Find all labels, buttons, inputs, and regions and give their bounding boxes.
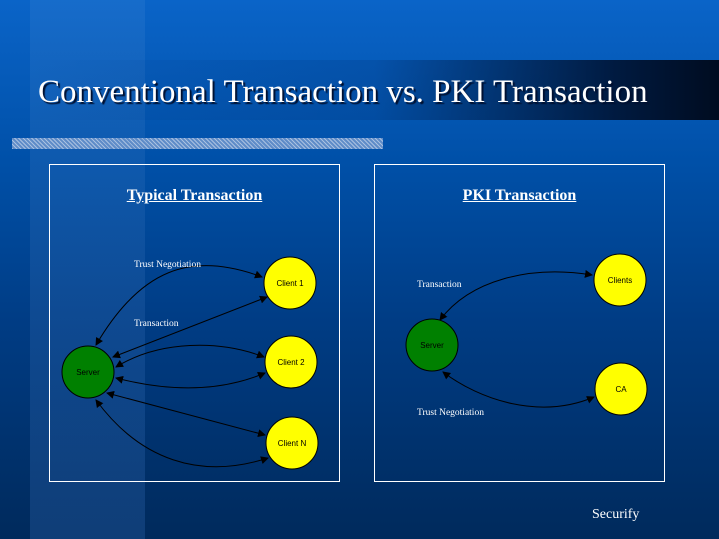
node-label: Client N [278,439,307,448]
typical-transaction-panel: Typical Transaction [49,164,340,482]
edge-trust-clientn [106,390,266,438]
node-server [61,345,115,399]
node-clients [593,253,647,307]
edge-label: Trust Negotiation [134,260,201,270]
node-client-n [265,416,319,470]
panel-title: PKI Transaction [462,187,577,204]
decorative-hatch-bar [12,138,383,149]
node-label: Clients [608,276,632,285]
edge-pki-transaction [439,269,593,321]
edge-trust-client2 [115,344,265,368]
node-label: Server [76,368,100,377]
node-client-1 [263,256,317,310]
node-label: Client 1 [276,279,304,288]
edge-label: Trust Negotiation [417,408,484,418]
footer-brand: Securify [592,507,640,522]
edge-transaction-client1 [112,295,268,359]
node-label: CA [615,385,627,394]
node-client-2 [264,335,318,389]
title-bar [30,60,719,120]
node-pki-server [405,318,459,372]
node-ca [594,362,648,416]
slide-title: Conventional Transaction vs. PKI Transac… [38,74,648,110]
edge-trust-client1 [95,265,263,346]
edge-transaction-client2 [115,372,266,389]
node-label: Client 2 [277,358,305,367]
pki-transaction-panel: PKI Transaction [374,164,665,482]
edge-pki-trust [442,371,595,408]
edge-transaction-clientn [95,399,269,468]
panel-title: Typical Transaction [126,187,263,204]
node-label: Server [420,341,444,350]
edge-label: Transaction [417,280,462,290]
edge-label: Transaction [134,319,179,329]
